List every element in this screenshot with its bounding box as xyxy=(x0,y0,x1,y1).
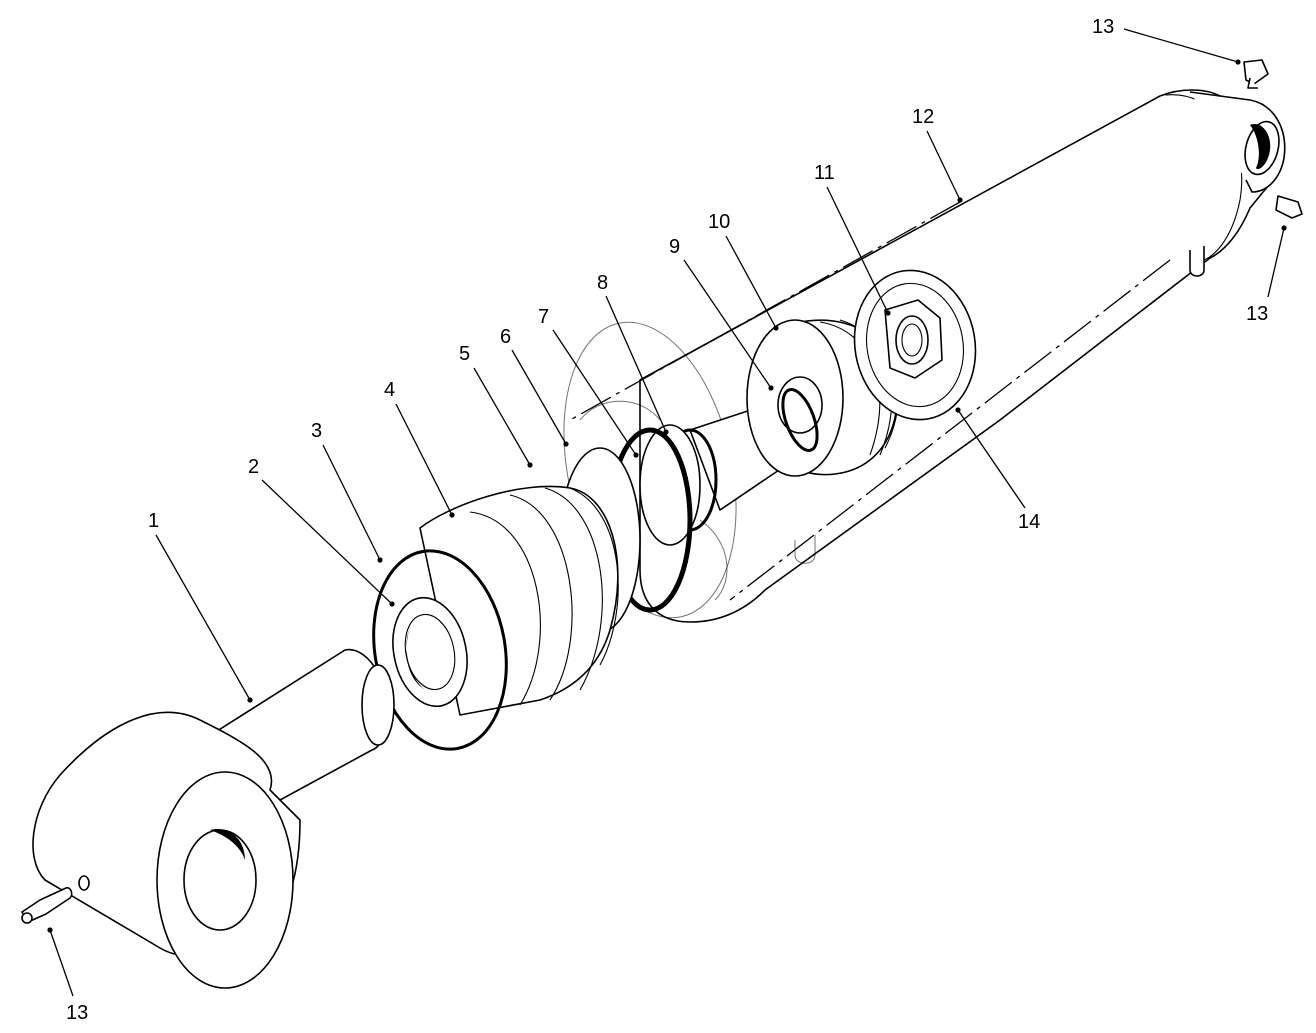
leader-dot-4 xyxy=(449,512,455,518)
callout-leaders xyxy=(47,28,1287,997)
leader-dot-13r xyxy=(1281,225,1287,231)
leader-dot-13t xyxy=(1235,59,1241,65)
leader-line-13b xyxy=(49,929,74,997)
callout-1: 1 xyxy=(148,510,159,532)
piston-rod-eye xyxy=(32,649,395,989)
leader-dot-3 xyxy=(377,557,383,563)
callout-6: 6 xyxy=(500,326,511,348)
leader-dot-8 xyxy=(663,429,669,435)
callout-14: 14 xyxy=(1018,511,1040,533)
callout-10: 10 xyxy=(708,211,730,233)
callout-3: 3 xyxy=(311,420,322,442)
callout-4: 4 xyxy=(384,379,395,401)
leader-line-7 xyxy=(552,329,637,456)
leader-line-3 xyxy=(322,444,381,561)
leader-dot-11 xyxy=(885,310,891,316)
leader-line-14 xyxy=(957,409,1026,509)
leader-dot-7 xyxy=(633,452,639,458)
callout-5: 5 xyxy=(459,343,470,365)
callout-13-bottom: 13 xyxy=(66,1002,88,1024)
leader-dot-13b xyxy=(47,927,53,933)
leader-line-13t xyxy=(1123,28,1239,63)
leader-dot-5 xyxy=(527,462,533,468)
callout-2: 2 xyxy=(248,456,259,478)
leader-dot-12 xyxy=(957,197,963,203)
leader-line-13r xyxy=(1267,227,1285,298)
callout-9: 9 xyxy=(669,236,680,258)
leader-line-1 xyxy=(155,534,251,701)
leader-dot-1 xyxy=(247,697,253,703)
grease-fitting-bottom xyxy=(21,886,73,924)
leader-dot-2 xyxy=(389,601,395,607)
leader-line-6 xyxy=(511,349,567,445)
leader-line-11 xyxy=(826,186,889,314)
callout-12: 12 xyxy=(912,106,934,128)
callout-11: 11 xyxy=(814,162,835,184)
gland-face-seals xyxy=(372,549,508,751)
callout-7: 7 xyxy=(538,306,549,328)
grease-fitting-right xyxy=(1275,195,1303,219)
callout-8: 8 xyxy=(597,272,608,294)
grease-fitting-top xyxy=(1243,59,1269,89)
rod-o-ring xyxy=(781,388,819,452)
callout-13-right: 13 xyxy=(1246,303,1268,325)
leader-line-12 xyxy=(926,130,961,201)
leader-line-10 xyxy=(725,235,777,329)
leader-line-4 xyxy=(395,403,453,516)
leader-line-5 xyxy=(473,367,531,466)
cylinder-gland xyxy=(419,485,619,716)
leader-dot-10 xyxy=(773,325,779,331)
leader-line-2 xyxy=(261,479,393,605)
leader-dot-9 xyxy=(768,385,774,391)
leader-dot-6 xyxy=(563,441,569,447)
leader-line-9 xyxy=(683,259,772,389)
callout-13-top: 13 xyxy=(1092,16,1114,38)
leader-line-8 xyxy=(605,295,667,433)
leader-dot-14 xyxy=(955,407,961,413)
